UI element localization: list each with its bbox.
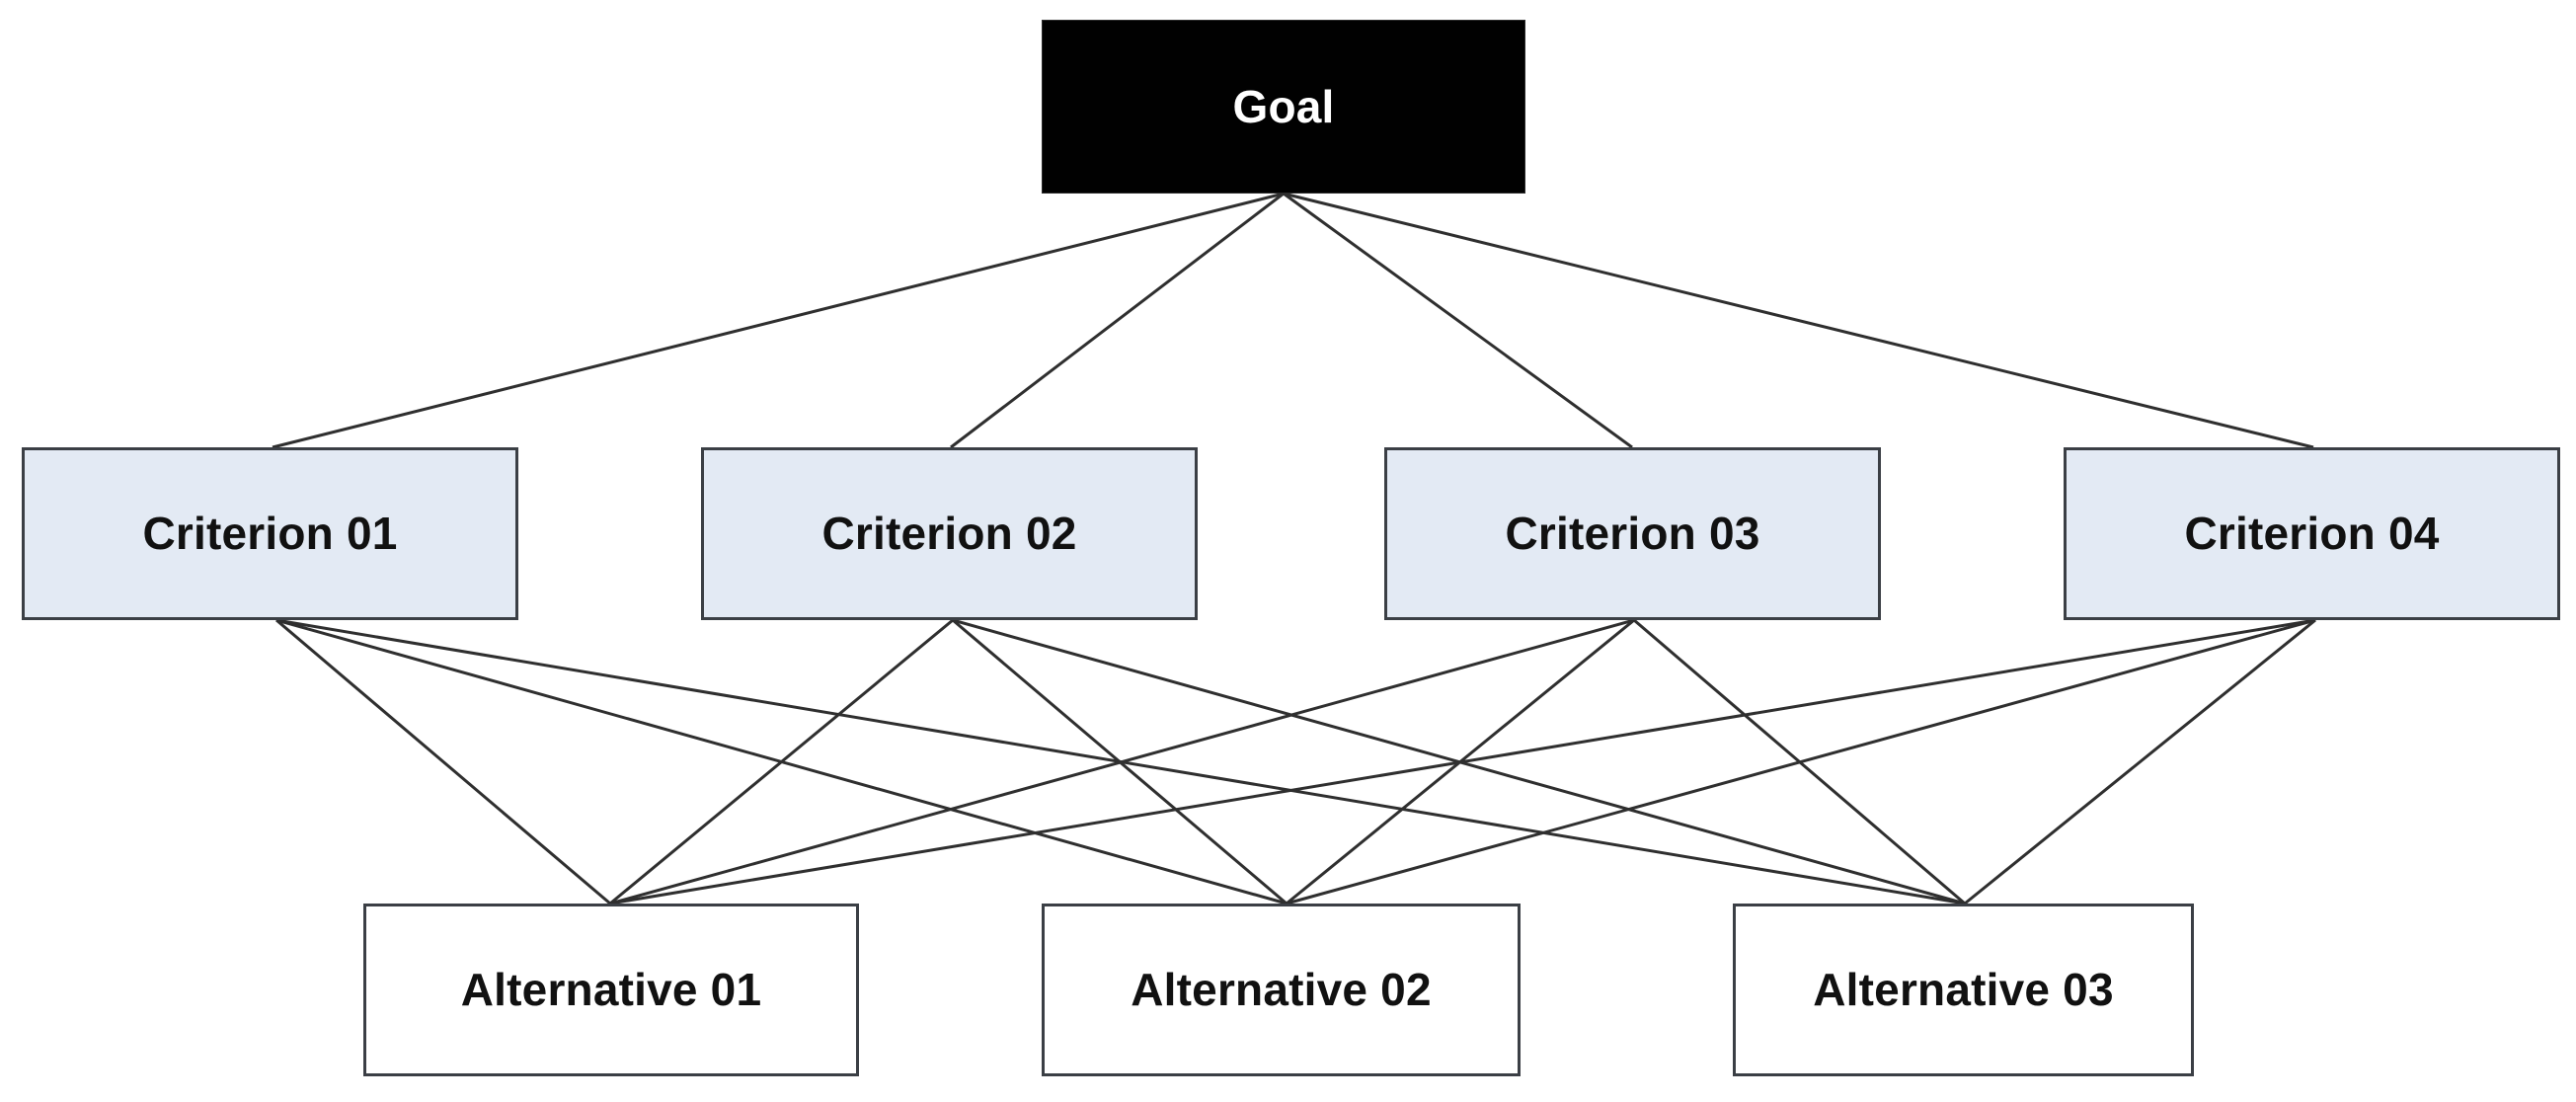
criterion-node-1[interactable]: Criterion 01 xyxy=(22,447,518,620)
edge-c4-a2 xyxy=(1286,618,2316,905)
criterion-node-label: Criterion 04 xyxy=(2184,508,2440,560)
criterion-node-2[interactable]: Criterion 02 xyxy=(701,447,1198,620)
alternative-node-3[interactable]: Alternative 03 xyxy=(1733,904,2194,1076)
edge-c3-a3 xyxy=(1633,618,1966,905)
criterion-node-label: Criterion 02 xyxy=(821,508,1077,560)
edge-c4-a1 xyxy=(609,618,2316,905)
criterion-node-4[interactable]: Criterion 04 xyxy=(2064,447,2560,620)
edge-c1-a1 xyxy=(275,618,611,905)
edge-goal-c4 xyxy=(1283,192,2314,449)
edge-goal-c1 xyxy=(272,192,1285,449)
criteria-to-alternatives-edges xyxy=(275,618,2316,905)
edge-goal-c3 xyxy=(1283,192,1633,449)
goal-to-criteria-edges xyxy=(272,192,2314,449)
alternative-node-2[interactable]: Alternative 02 xyxy=(1042,904,1521,1076)
criterion-node-label: Criterion 03 xyxy=(1505,508,1760,560)
alternative-node-label: Alternative 03 xyxy=(1813,964,2114,1016)
edge-c2-a2 xyxy=(952,618,1288,905)
edge-c4-a3 xyxy=(1964,618,2316,905)
edge-goal-c2 xyxy=(950,192,1285,449)
alternative-node-label: Alternative 02 xyxy=(1131,964,1432,1016)
alternative-node-label: Alternative 01 xyxy=(460,964,762,1016)
edge-c2-a3 xyxy=(952,618,1966,905)
edge-c3-a2 xyxy=(1286,618,1635,905)
criterion-node-3[interactable]: Criterion 03 xyxy=(1384,447,1881,620)
alternative-node-1[interactable]: Alternative 01 xyxy=(363,904,859,1076)
criterion-node-label: Criterion 01 xyxy=(142,508,398,560)
edge-c1-a3 xyxy=(275,618,1966,905)
edge-c1-a2 xyxy=(275,618,1288,905)
edge-c3-a1 xyxy=(609,618,1635,905)
goal-node[interactable]: Goal xyxy=(1042,20,1525,194)
goal-node-label: Goal xyxy=(1232,80,1335,132)
edge-c2-a1 xyxy=(609,618,954,905)
